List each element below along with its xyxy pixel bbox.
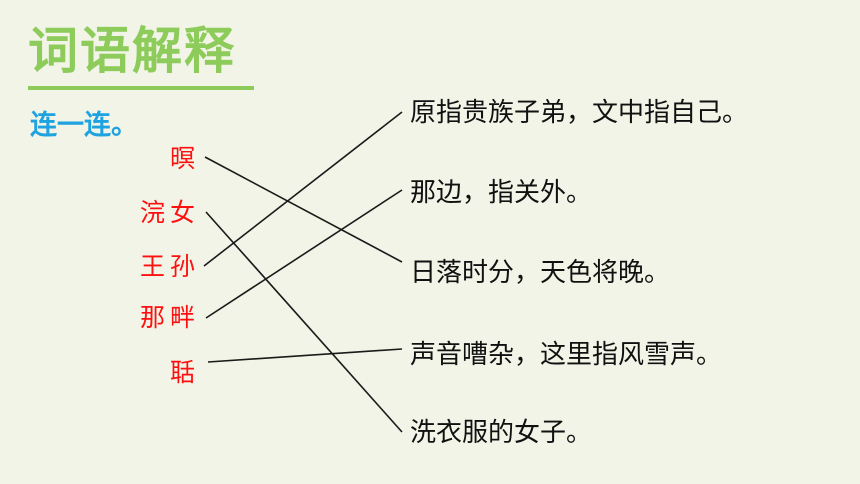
definition-ming[interactable]: 日落时分，天色将晚。	[410, 258, 671, 288]
definition-napan[interactable]: 那边，指关外。	[410, 178, 593, 208]
term-ming[interactable]: 暝	[169, 144, 200, 173]
instruction-text: 连一连。	[30, 110, 138, 141]
definition-guo[interactable]: 声音嘈杂，这里指风雪声。	[410, 340, 723, 370]
link-wangsun-to-definition	[203, 111, 403, 267]
definition-huannv[interactable]: 洗衣服的女子。	[410, 418, 593, 448]
term-huannv[interactable]: 浣女	[139, 198, 200, 227]
link-napan-to-definition	[205, 189, 403, 319]
term-wangsun[interactable]: 王孙	[139, 252, 200, 281]
term-napan[interactable]: 那畔	[139, 303, 200, 332]
link-guo-to-definition	[207, 348, 403, 363]
title-underline	[28, 86, 254, 90]
link-ming-to-definition	[204, 156, 403, 263]
page-title: 词语解释	[28, 22, 236, 80]
link-huannv-to-definition	[205, 211, 403, 433]
definition-wangsun[interactable]: 原指贵族子弟，文中指自己。	[410, 98, 749, 128]
term-guo[interactable]: 聒	[169, 358, 200, 387]
